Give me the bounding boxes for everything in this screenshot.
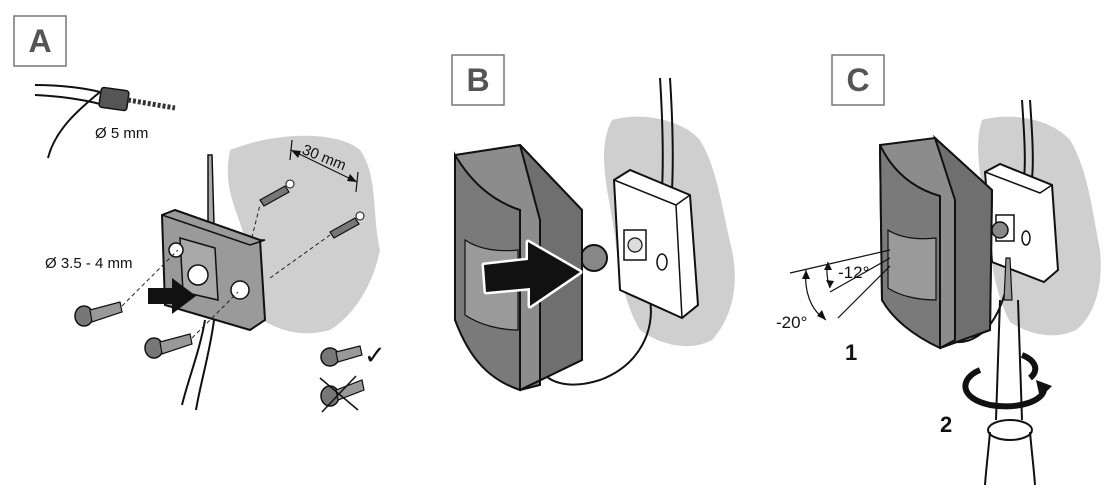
screw-left: [74, 249, 179, 327]
panel-a: A Ø 5 mm 30 mm: [13, 15, 386, 413]
rotate-arrow-icon: [962, 352, 1052, 410]
insert-arrow-b: [481, 239, 583, 309]
screwdriver: [984, 257, 1036, 485]
step-1-label: 1: [845, 340, 857, 365]
mounting-bracket-b: [612, 168, 700, 320]
panel-c-label: C: [846, 62, 869, 98]
cable-diameter-label: Ø 5 mm: [95, 125, 148, 142]
cable-detail: Ø 5 mm: [34, 84, 176, 159]
wire-top-c: [1021, 99, 1026, 179]
panel-b-label: B: [466, 62, 489, 98]
step-2-label: 2: [940, 412, 952, 437]
screw-bottom: [144, 291, 239, 359]
wall-plug-upper: [259, 179, 295, 207]
mounting-bracket-c: [983, 162, 1060, 284]
push-arrow-a: [148, 278, 196, 314]
panel-c-badge: C: [831, 54, 885, 106]
wire-top: [659, 77, 664, 191]
cable-bottom: [181, 319, 215, 411]
panel-a-badge: A: [13, 15, 67, 67]
panel-b-badge: B: [451, 54, 505, 106]
cross-icon: [319, 375, 359, 413]
cable-top: [207, 154, 215, 226]
angle-label-minus-20: -20°: [776, 313, 807, 332]
panel-c: C: [776, 54, 1101, 485]
motion-detector-c: [878, 134, 994, 350]
ball-joint: [580, 244, 608, 272]
angle-label-minus-12: -12°: [838, 263, 869, 282]
screw-diameter-label: Ø 3.5 - 4 mm: [45, 255, 133, 272]
wrong-screw: ✗: [319, 375, 365, 413]
check-icon: ✓: [364, 341, 386, 371]
correct-screw: ✓: [320, 341, 386, 371]
wall-surface: [227, 135, 380, 334]
wall-plug-lower: [329, 211, 365, 239]
wire-loop: [544, 299, 652, 386]
panel-a-label: A: [28, 23, 51, 59]
tilt-angle-indicator: -12° -20°: [776, 249, 891, 332]
panel-b: B: [451, 54, 735, 392]
